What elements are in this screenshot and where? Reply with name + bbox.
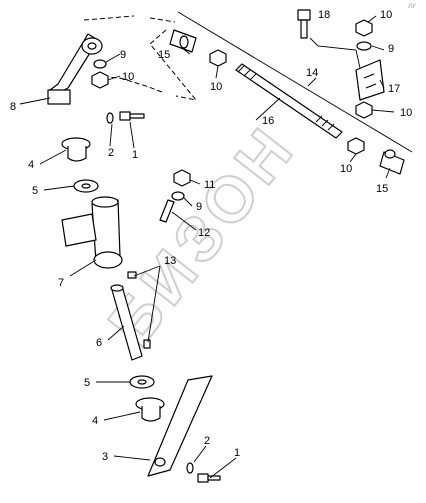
callout-9-right: 9	[388, 43, 394, 55]
callout-9-center: 9	[196, 201, 202, 213]
callout-4-upper: 4	[28, 159, 34, 171]
callout-11: 11	[204, 179, 215, 191]
lever-8	[47, 33, 103, 105]
nut-10-left	[91, 71, 109, 89]
callout-10-mid-right: 10	[400, 107, 412, 119]
washer-9-center	[171, 191, 185, 201]
bolt-18	[297, 9, 311, 39]
leader-lines	[19, 15, 395, 479]
bushing-4-lower	[135, 397, 165, 422]
callout-10-left: 10	[122, 71, 134, 83]
callout-16: 16	[262, 115, 274, 127]
pin-13-b	[143, 339, 151, 349]
bolt-1-lower	[197, 473, 221, 483]
nut-10-lower-right	[347, 137, 365, 155]
threaded-rod-16	[235, 63, 343, 139]
bracket-17	[355, 59, 385, 101]
callout-1-lower: 1	[234, 447, 240, 459]
nut-10-center	[209, 49, 227, 67]
callout-3: 3	[102, 451, 108, 463]
tube-7	[61, 196, 123, 269]
callout-7: 7	[58, 277, 64, 289]
callout-5-lower: 5	[84, 377, 90, 389]
rod-end-15-top	[169, 29, 197, 53]
callout-15-right: 15	[376, 183, 388, 195]
callout-12: 12	[198, 227, 210, 239]
nut-11	[173, 169, 191, 187]
corner-mark: ЛУ	[408, 4, 416, 10]
washer-9-left	[93, 59, 107, 69]
callout-10-center: 10	[210, 81, 222, 93]
nut-10-top-right	[355, 19, 373, 37]
washer-2-upper	[106, 112, 114, 124]
callout-18: 18	[318, 9, 330, 21]
washer-2-lower	[186, 462, 194, 474]
shaft-6	[110, 284, 143, 361]
dashed-outline	[83, 15, 198, 101]
washer-9-right	[356, 41, 372, 51]
callout-13: 13	[164, 255, 176, 267]
callout-10-top-right: 10	[380, 9, 392, 21]
bushing-4-upper	[61, 137, 91, 162]
callout-9-left: 9	[120, 49, 126, 61]
callout-8: 8	[10, 101, 16, 113]
nut-10-mid-right	[355, 101, 373, 119]
callout-6: 6	[96, 337, 102, 349]
callout-10-lower-right: 10	[340, 163, 352, 175]
rod-14-line	[177, 11, 413, 153]
callout-14: 14	[306, 67, 318, 79]
callout-labels: 8 9 10 4 5 7 2 1 11 9 12 13 6 5 4 3 2 1 …	[10, 9, 412, 463]
bolt-1-upper	[119, 111, 145, 121]
pin-13-a	[127, 271, 137, 279]
callout-1-upper: 1	[132, 149, 138, 161]
callout-17: 17	[388, 83, 400, 95]
rod-end-15-right	[379, 149, 405, 175]
callout-15-top: 15	[158, 49, 170, 61]
callout-4-lower: 4	[92, 415, 98, 427]
stud-12	[159, 199, 175, 223]
callout-2-lower: 2	[204, 435, 210, 447]
callout-2-upper: 2	[108, 147, 114, 159]
arm-3	[147, 375, 213, 477]
callout-5-upper: 5	[32, 185, 38, 197]
